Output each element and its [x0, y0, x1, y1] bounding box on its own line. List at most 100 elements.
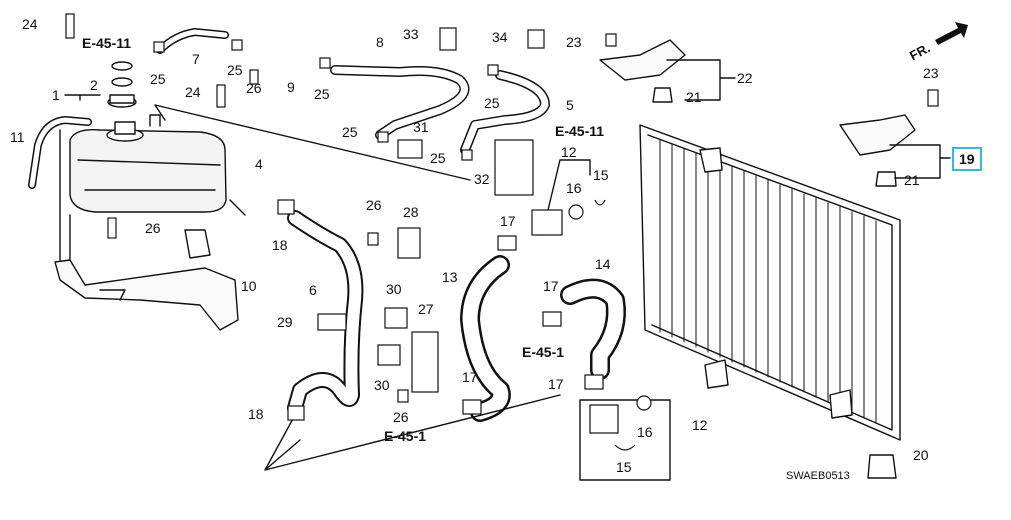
- bracket-22: [599, 39, 686, 81]
- clip-30a: [384, 307, 408, 329]
- diagram-code: SWAEB0513: [786, 470, 850, 482]
- callout-16b: 16: [637, 424, 653, 440]
- bolt-24a: [65, 13, 75, 39]
- callout-15b: 15: [616, 459, 632, 475]
- callout-18a: 18: [272, 237, 288, 253]
- callout-33: 33: [403, 26, 419, 42]
- callout-27: 27: [418, 301, 434, 317]
- reservoir-cap: [107, 61, 137, 108]
- callout-17c: 17: [548, 376, 564, 392]
- callout-7: 7: [192, 51, 200, 67]
- clamp-25e: [377, 131, 389, 143]
- callout-6: 6: [309, 282, 317, 298]
- callout-2: 2: [90, 77, 98, 93]
- clamp-18a: [277, 199, 295, 215]
- front-direction-arrow-icon: [935, 22, 968, 45]
- clamp-25b: [231, 39, 243, 51]
- radiator: [639, 124, 901, 441]
- clip-15b: [614, 444, 636, 451]
- ref-e-45-1-bottom[interactable]: E-45-1: [384, 428, 427, 444]
- callout-16a: 16: [566, 180, 582, 196]
- fitting-33: [439, 27, 457, 51]
- callout-17a: 17: [500, 213, 516, 229]
- callout-1: 1: [52, 87, 60, 103]
- callout-25e: 25: [342, 124, 358, 140]
- ref-e-45-11-mid[interactable]: E-45-11: [555, 123, 605, 139]
- clamp-25c: [319, 57, 331, 69]
- clip-30b: [377, 344, 401, 366]
- ref-e-45-1-mid[interactable]: E-45-1: [522, 344, 565, 360]
- clamp-25d: [487, 64, 499, 76]
- clamp-17e: [462, 399, 482, 415]
- callout-9: 9: [287, 79, 295, 95]
- bracket-28: [397, 227, 421, 259]
- callout-8: 8: [376, 34, 384, 50]
- callout-5: 5: [566, 97, 574, 113]
- callout-26a: 26: [145, 220, 161, 236]
- callout-23a: 23: [566, 34, 582, 50]
- joint-17a: [531, 209, 563, 236]
- bolt-26b: [249, 69, 259, 85]
- reservoir-tank: [69, 114, 227, 213]
- clip-29: [317, 313, 347, 331]
- callout-14: 14: [595, 256, 611, 272]
- callout-34: 34: [492, 29, 508, 45]
- clamp-25a: [153, 41, 165, 53]
- callout-17b: 17: [543, 278, 559, 294]
- bolt-26d: [397, 389, 409, 403]
- clamp-17c: [542, 311, 562, 327]
- callout-13: 13: [442, 269, 458, 285]
- callout-12b: 12: [692, 417, 708, 433]
- callout-20: 20: [913, 447, 929, 463]
- callout-18b: 18: [248, 406, 264, 422]
- clamp-18b: [287, 405, 305, 421]
- callout-25b: 25: [227, 62, 243, 78]
- grommet-20: [867, 454, 897, 479]
- callout-26c: 26: [366, 197, 382, 213]
- bracket-27: [411, 331, 439, 393]
- callout-30a: 30: [386, 281, 402, 297]
- oring-16a: [568, 204, 584, 220]
- callout-23b: 23: [923, 65, 939, 81]
- bolt-26a: [107, 217, 117, 239]
- grommet-21b: [875, 171, 897, 187]
- bracket-31: [397, 139, 423, 159]
- fitting-34: [527, 29, 545, 49]
- clip-15a: [594, 199, 606, 206]
- callout-19-highlighted[interactable]: 19: [952, 147, 982, 171]
- callout-15a: 15: [593, 167, 609, 183]
- ref-e-45-11-top[interactable]: E-45-11: [82, 35, 132, 51]
- callout-32: 32: [474, 171, 490, 187]
- grommet-21a: [652, 87, 673, 103]
- callout-4: 4: [255, 156, 263, 172]
- callout-28: 28: [403, 204, 419, 220]
- callout-22: 22: [737, 70, 753, 86]
- callout-30b: 30: [374, 377, 390, 393]
- callout-21b: 21: [904, 172, 920, 188]
- bolt-26c: [367, 232, 379, 246]
- bracket-19: [839, 114, 916, 156]
- bolt-23a: [605, 33, 617, 47]
- callout-25a: 25: [150, 71, 166, 87]
- callout-17d: 17: [462, 369, 478, 385]
- callout-11: 11: [10, 129, 25, 145]
- callout-21a: 21: [686, 89, 702, 105]
- callout-25d: 25: [484, 95, 500, 111]
- callout-12a: 12: [561, 144, 577, 160]
- clamp-17b: [497, 235, 517, 251]
- callout-29: 29: [277, 314, 293, 330]
- callout-25f: 25: [430, 150, 446, 166]
- callout-24b: 24: [185, 84, 201, 100]
- callout-24a: 24: [22, 16, 38, 32]
- clamp-25f: [461, 149, 473, 161]
- bolt-24b: [216, 84, 226, 108]
- housing-32: [494, 139, 534, 196]
- clamp-17d: [584, 374, 604, 390]
- callout-10: 10: [241, 278, 257, 294]
- tank-bracket: [54, 229, 239, 331]
- callout-26d: 26: [393, 409, 409, 425]
- callout-25c: 25: [314, 86, 330, 102]
- outlet-12b: [589, 404, 619, 434]
- oring-16b: [636, 395, 652, 411]
